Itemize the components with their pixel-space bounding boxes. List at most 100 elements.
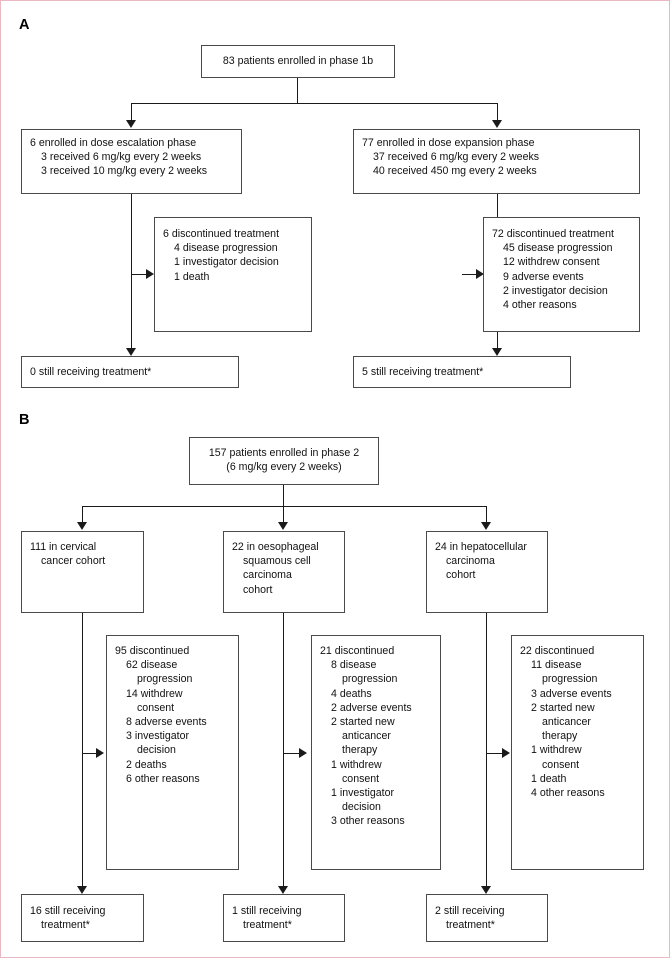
connector-vertical-c3-stem: [486, 613, 488, 887]
box-line: 2 started new: [331, 716, 395, 729]
connector-vertical-left: [131, 103, 133, 121]
box-line: 3 adverse events: [531, 687, 612, 700]
box-expansion-discontinued: 72 discontinued treatment 45 disease pro…: [483, 217, 640, 332]
arrow-down-icon: [126, 120, 136, 128]
box-line: (6 mg/kg every 2 weeks): [226, 461, 342, 474]
arrow-down-icon: [126, 348, 136, 356]
arrow-down-icon: [278, 886, 288, 894]
box-line: 2 investigator decision: [503, 284, 608, 297]
arrow-down-icon: [77, 522, 87, 530]
box-line: 1 death: [174, 270, 210, 283]
arrow-right-icon: [502, 748, 510, 758]
box-line: 37 received 6 mg/kg every 2 weeks: [373, 151, 540, 164]
box-hepatocellular-discontinued: 22 discontinued 11 disease progression 3…: [511, 635, 644, 870]
box-expansion-ongoing: 5 still receiving treatment*: [353, 356, 571, 388]
box-line: 1 investigator: [331, 787, 395, 800]
box-line: 4 deaths: [331, 687, 372, 700]
box-line: cancer cohort: [41, 555, 106, 568]
box-line: anticancer: [342, 730, 391, 743]
box-line: 4 other reasons: [503, 299, 577, 312]
box-line: cohort: [446, 569, 476, 582]
box-line: 9 adverse events: [503, 270, 584, 283]
connector-branch-right: [462, 274, 478, 276]
arrow-down-icon: [278, 522, 288, 530]
box-line: 83 patients enrolled in phase 1b: [222, 55, 374, 67]
arrow-down-icon: [481, 886, 491, 894]
box-line: decision: [137, 744, 176, 757]
box-line: 2 started new: [531, 701, 595, 714]
connector-vertical-c2: [283, 506, 285, 523]
box-phase2-enrolled: 157 patients enrolled in phase 2 (6 mg/k…: [189, 437, 379, 485]
box-line: 111 in cervical: [30, 541, 97, 553]
box-line: 95 discontinued: [115, 645, 190, 657]
panel-label-b: B: [19, 412, 30, 428]
connector-vertical-c3: [486, 506, 488, 523]
box-line: decision: [342, 801, 381, 814]
box-line: 1 still receiving: [232, 905, 302, 917]
box-line: 6 other reasons: [126, 772, 200, 785]
box-line: consent: [542, 758, 580, 771]
box-line: 2 adverse events: [331, 701, 412, 714]
box-line: 8 adverse events: [126, 716, 207, 729]
box-line: 22 discontinued: [520, 645, 595, 657]
panel-label-a: A: [19, 17, 30, 33]
box-escalation-discontinued: 6 discontinued treatment 4 disease progr…: [154, 217, 312, 332]
box-line: 24 in hepatocellular: [435, 541, 527, 553]
box-line: therapy: [342, 744, 378, 757]
box-line: carcinoma: [243, 569, 292, 582]
connector-vertical: [297, 78, 299, 104]
box-line: 72 discontinued treatment: [492, 228, 614, 240]
box-oesophageal-discontinued: 21 discontinued 8 disease progression 4 …: [311, 635, 441, 870]
arrow-down-icon: [77, 886, 87, 894]
box-cervical-discontinued: 95 discontinued 62 disease progression 1…: [106, 635, 239, 870]
box-line: 8 disease: [331, 659, 377, 672]
box-line: 6 enrolled in dose escalation phase: [30, 137, 197, 149]
box-escalation-ongoing: 0 still receiving treatment*: [21, 356, 239, 388]
box-line: 62 disease: [126, 659, 178, 672]
box-line: 1 death: [531, 772, 567, 785]
box-line: cohort: [243, 583, 273, 596]
box-line: 3 received 10 mg/kg every 2 weeks: [41, 165, 208, 178]
connector-vertical: [283, 485, 285, 507]
box-line: consent: [342, 772, 380, 785]
box-line: 1 withdrew: [331, 758, 382, 771]
box-line: 21 discontinued: [320, 645, 395, 657]
connector-vertical-c2-stem: [283, 613, 285, 887]
box-dose-escalation: 6 enrolled in dose escalation phase 3 re…: [21, 129, 242, 194]
box-line: 2 deaths: [126, 758, 167, 771]
box-line: carcinoma: [446, 555, 495, 568]
arrow-down-icon: [492, 120, 502, 128]
box-cervical-ongoing: 16 still receiving treatment*: [21, 894, 144, 942]
box-cohort-hepatocellular: 24 in hepatocellular carcinoma cohort: [426, 531, 548, 613]
box-line: anticancer: [542, 716, 591, 729]
box-line: 22 in oesophageal: [232, 541, 319, 553]
box-line: 4 disease progression: [174, 242, 278, 255]
box-line: 3 investigator: [126, 730, 190, 743]
connector-branch-c2: [283, 753, 301, 755]
box-line: progression: [342, 673, 398, 686]
box-line: 12 withdrew consent: [503, 256, 600, 269]
box-line: 0 still receiving treatment*: [30, 366, 152, 378]
box-line: 14 withdrew: [126, 687, 183, 700]
box-line: consent: [137, 701, 175, 714]
box-line: 3 received 6 mg/kg every 2 weeks: [41, 151, 202, 164]
box-line: 4 other reasons: [531, 787, 605, 800]
box-dose-expansion: 77 enrolled in dose expansion phase 37 r…: [353, 129, 640, 194]
box-line: 77 enrolled in dose expansion phase: [362, 137, 535, 149]
box-line: progression: [542, 673, 598, 686]
arrow-right-icon: [299, 748, 307, 758]
box-line: 45 disease progression: [503, 242, 613, 255]
box-phase1b-enrolled: 83 patients enrolled in phase 1b: [201, 45, 395, 78]
box-oesophageal-ongoing: 1 still receiving treatment*: [223, 894, 345, 942]
connector-vertical-c1-stem: [82, 613, 84, 887]
box-line: treatment*: [243, 919, 292, 932]
connector-vertical-c1: [82, 506, 84, 523]
box-line: squamous cell: [243, 555, 311, 568]
box-line: 3 other reasons: [331, 815, 405, 828]
box-line: 1 investigator decision: [174, 256, 279, 269]
box-line: 1 withdrew: [531, 744, 582, 757]
arrow-down-icon: [481, 522, 491, 530]
box-line: 157 patients enrolled in phase 2: [208, 447, 360, 459]
box-line: 6 discontinued treatment: [163, 228, 280, 240]
box-line: treatment*: [41, 919, 90, 932]
